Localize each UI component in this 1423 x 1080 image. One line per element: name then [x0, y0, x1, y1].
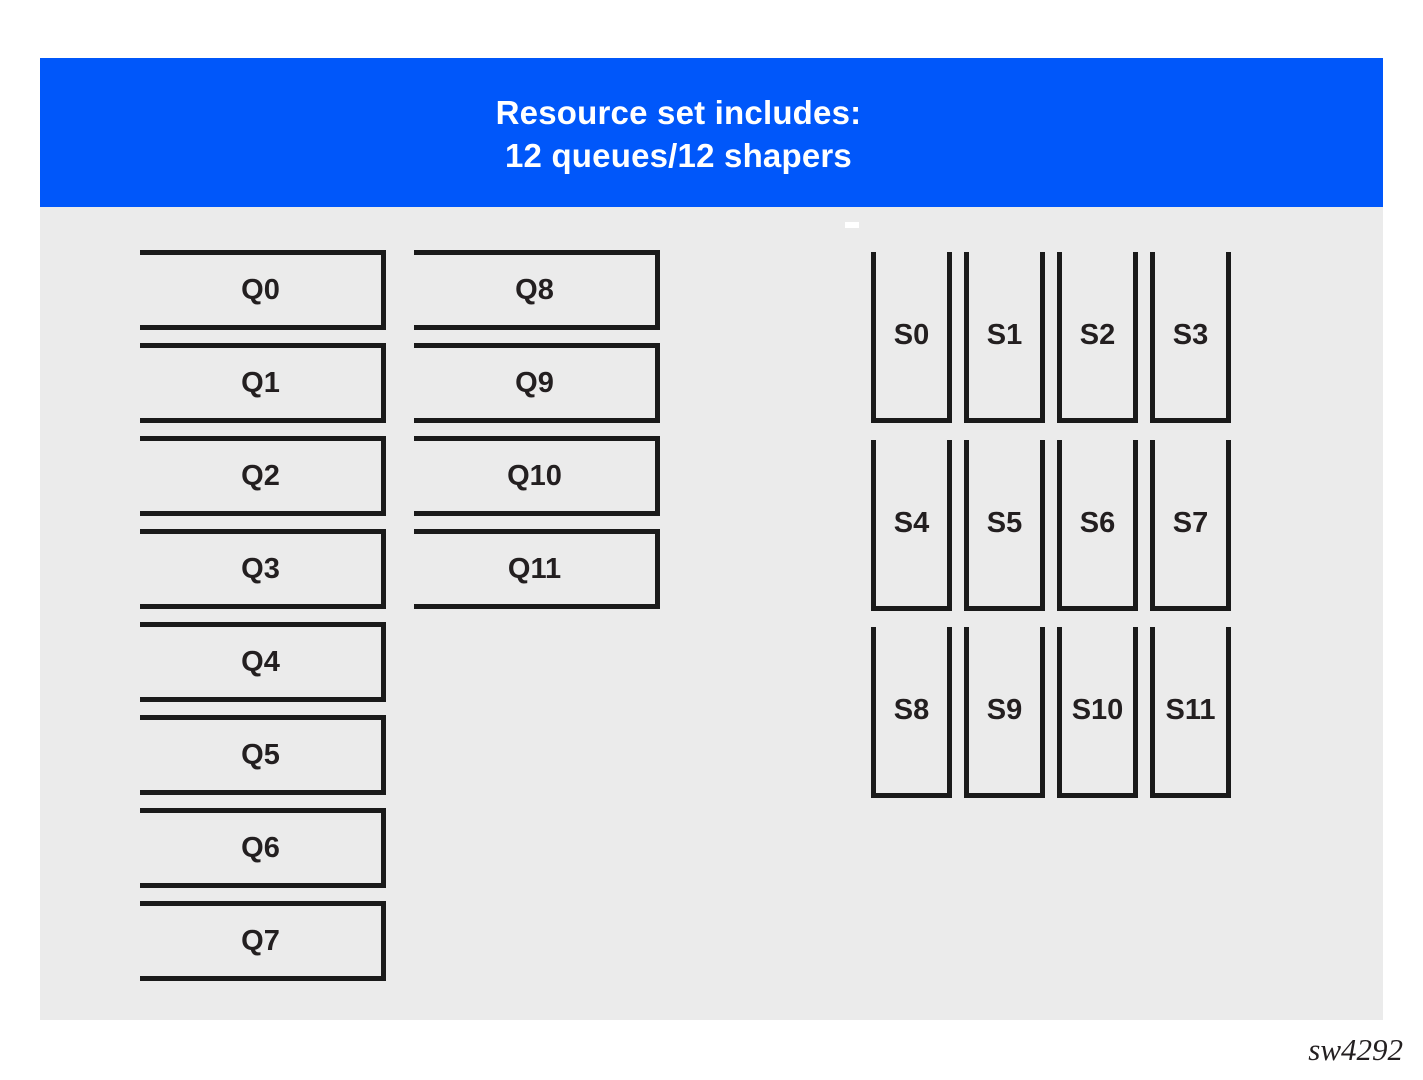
- shaper-label-s11: S11: [1165, 693, 1216, 726]
- shaper-box-s4: S4: [871, 440, 952, 611]
- queue-box-q9: Q9: [414, 343, 660, 423]
- queue-label-q5: Q5: [241, 738, 280, 771]
- shaper-label-s10: S10: [1071, 693, 1124, 726]
- shaper-label-s5: S5: [986, 506, 1023, 539]
- figure-id-watermark: sw4292: [1308, 1032, 1403, 1067]
- queue-label-q4: Q4: [241, 645, 280, 678]
- shaper-label-s7: S7: [1172, 506, 1209, 539]
- shaper-label-s0: S0: [893, 318, 930, 351]
- queue-box-q10: Q10: [414, 436, 660, 516]
- shaper-label-s6: S6: [1079, 506, 1116, 539]
- queue-box-q5: Q5: [140, 715, 386, 795]
- shaper-box-s10: S10: [1057, 627, 1138, 798]
- shaper-box-s0: S0: [871, 252, 952, 423]
- shaper-box-s5: S5: [964, 440, 1045, 611]
- shaper-box-s9: S9: [964, 627, 1045, 798]
- queue-box-q11: Q11: [414, 529, 660, 609]
- queue-label-q7: Q7: [241, 924, 280, 957]
- queue-box-q6: Q6: [140, 808, 386, 888]
- shaper-box-s7: S7: [1150, 440, 1231, 611]
- shaper-box-s8: S8: [871, 627, 952, 798]
- queue-box-q8: Q8: [414, 250, 660, 330]
- queue-box-q7: Q7: [140, 901, 386, 981]
- shaper-label-s9: S9: [986, 693, 1023, 726]
- queue-box-q4: Q4: [140, 622, 386, 702]
- header-title-line1: Resource set includes:: [495, 93, 862, 131]
- diagram-body: Q0 Q1 Q2 Q3 Q4 Q5 Q6 Q7 Q8 Q9 Q10 Q11 S0…: [40, 207, 1383, 1020]
- queue-label-q6: Q6: [241, 831, 280, 864]
- resource-set-panel: Resource set includes: 12 queues/12 shap…: [40, 58, 1383, 1020]
- header-title-line2: 12 queues/12 shapers: [504, 136, 852, 174]
- queue-box-q2: Q2: [140, 436, 386, 516]
- shaper-label-s1: S1: [986, 318, 1023, 351]
- shaper-box-s11: S11: [1150, 627, 1231, 798]
- shaper-box-s2: S2: [1057, 252, 1138, 423]
- queue-label-q11: Q11: [507, 552, 562, 585]
- queue-box-q0: Q0: [140, 250, 386, 330]
- shaper-label-s4: S4: [893, 506, 930, 539]
- queue-label-q1: Q1: [241, 366, 280, 399]
- queue-label-q10: Q10: [507, 459, 562, 492]
- queue-box-q3: Q3: [140, 529, 386, 609]
- queue-label-q0: Q0: [241, 273, 280, 306]
- shaper-label-s3: S3: [1172, 318, 1209, 351]
- queue-label-q2: Q2: [241, 459, 280, 492]
- shaper-box-s3: S3: [1150, 252, 1231, 423]
- shaper-label-s2: S2: [1079, 318, 1116, 351]
- queue-label-q8: Q8: [515, 273, 554, 306]
- header-banner: Resource set includes: 12 queues/12 shap…: [40, 58, 1383, 207]
- queue-label-q3: Q3: [241, 552, 280, 585]
- shaper-box-s6: S6: [1057, 440, 1138, 611]
- shaper-box-s1: S1: [964, 252, 1045, 423]
- shaper-label-s8: S8: [893, 693, 930, 726]
- queue-label-q9: Q9: [515, 366, 554, 399]
- queue-box-q1: Q1: [140, 343, 386, 423]
- stray-dash-mark: [845, 222, 859, 228]
- header-title: Resource set includes: 12 queues/12 shap…: [496, 91, 862, 177]
